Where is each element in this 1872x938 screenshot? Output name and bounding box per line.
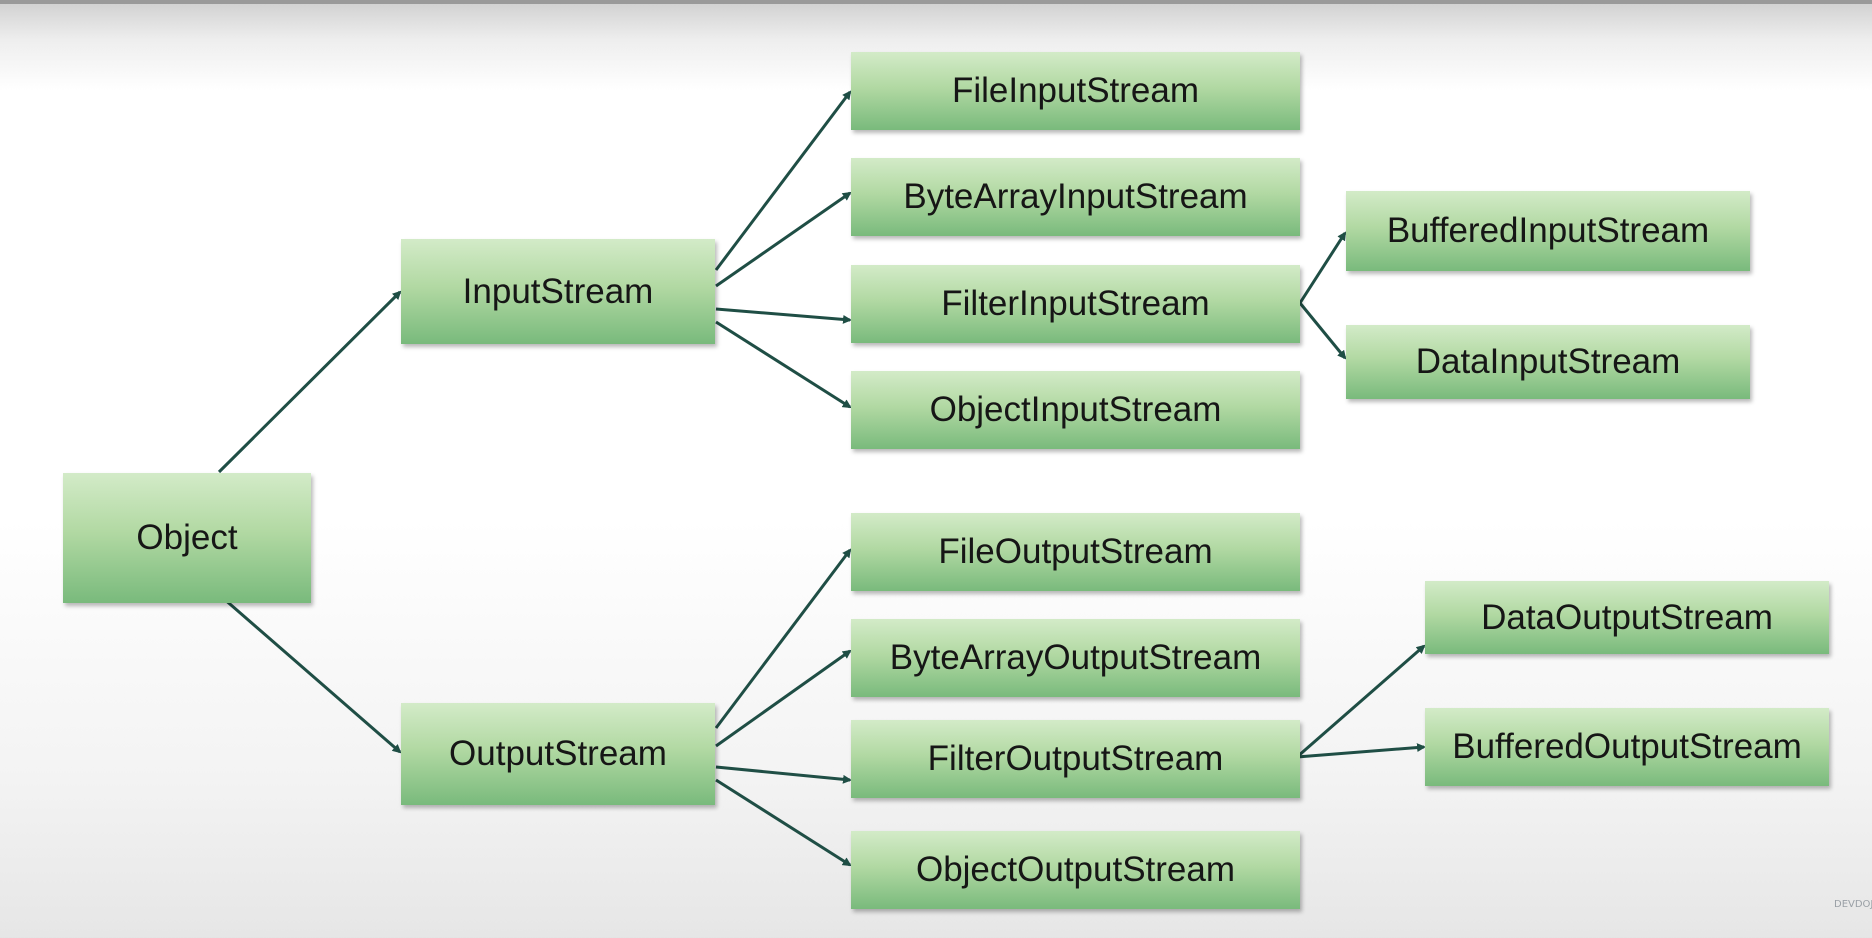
arrow-inputstream-to-bytearrayinputstream — [715, 191, 852, 288]
arrow-inputstream-to-filterinputstream — [715, 307, 852, 324]
node-bytearrayinputstream-label: ByteArrayInputStream — [903, 177, 1248, 216]
node-bufferedinputstream: BufferedInputStream — [1346, 191, 1750, 271]
node-bufferedoutputstream: BufferedOutputStream — [1425, 708, 1829, 786]
arrow-filteroutputstream-to-dataoutputstream — [1296, 644, 1426, 759]
node-outputstream-label: OutputStream — [449, 734, 667, 773]
node-outputstream: OutputStream — [401, 703, 715, 805]
node-object: Object — [63, 473, 311, 603]
node-bytearrayoutputstream-label: ByteArrayOutputStream — [889, 638, 1262, 677]
arrow-outputstream-to-bytearrayoutputstream — [715, 649, 852, 748]
node-filterinputstream-label: FilterInputStream — [941, 284, 1210, 323]
node-bufferedoutputstream-label: BufferedOutputStream — [1452, 727, 1802, 766]
node-objectoutputstream-label: ObjectOutputStream — [915, 850, 1236, 889]
node-dataoutputstream-label: DataOutputStream — [1481, 597, 1773, 637]
node-filteroutputstream: FilterOutputStream — [851, 720, 1300, 798]
node-dataoutputstream: DataOutputStream — [1425, 581, 1829, 654]
node-fileoutputstream-label: FileOutputStream — [938, 532, 1213, 571]
arrow-object-to-outputstream — [222, 596, 402, 754]
node-objectoutputstream: ObjectOutputStream — [851, 831, 1300, 909]
arrow-filterinputstream-to-datainputstream — [1298, 302, 1347, 360]
arrow-outputstream-to-filteroutputstream — [715, 765, 852, 784]
node-datainputstream-label: DataInputStream — [1415, 342, 1681, 381]
node-inputstream-label: InputStream — [462, 271, 654, 311]
node-fileinputstream-label: FileInputStream — [951, 71, 1200, 110]
node-bytearrayoutputstream: ByteArrayOutputStream — [851, 619, 1300, 697]
arrow-inputstream-to-fileinputstream — [714, 90, 852, 271]
arrow-outputstream-to-objectoutputstream — [715, 778, 852, 867]
arrow-object-to-inputstream — [217, 290, 402, 474]
node-fileoutputstream: FileOutputStream — [851, 513, 1300, 591]
arrow-filterinputstream-to-bufferedinputstream — [1298, 231, 1347, 304]
node-datainputstream: DataInputStream — [1346, 325, 1750, 399]
node-object-label: Object — [136, 518, 238, 557]
watermark-text: DEVDOJO — [1834, 899, 1872, 910]
node-inputstream: InputStream — [401, 239, 715, 344]
arrow-filteroutputstream-to-bufferedoutputstream — [1296, 743, 1426, 759]
node-objectinputstream-label: ObjectInputStream — [929, 390, 1222, 429]
top-edge-bar — [0, 0, 1872, 4]
node-filterinputstream: FilterInputStream — [851, 265, 1300, 343]
node-bufferedinputstream-label: BufferedInputStream — [1386, 211, 1710, 250]
watermark-logo: DEVDOJO — [1834, 899, 1872, 910]
arrow-inputstream-to-objectinputstream — [715, 320, 852, 409]
node-filteroutputstream-label: FilterOutputStream — [927, 739, 1224, 778]
node-objectinputstream: ObjectInputStream — [851, 371, 1300, 449]
node-fileinputstream: FileInputStream — [851, 52, 1300, 130]
node-bytearrayinputstream: ByteArrayInputStream — [851, 158, 1300, 236]
arrow-outputstream-to-fileoutputstream — [714, 548, 852, 729]
